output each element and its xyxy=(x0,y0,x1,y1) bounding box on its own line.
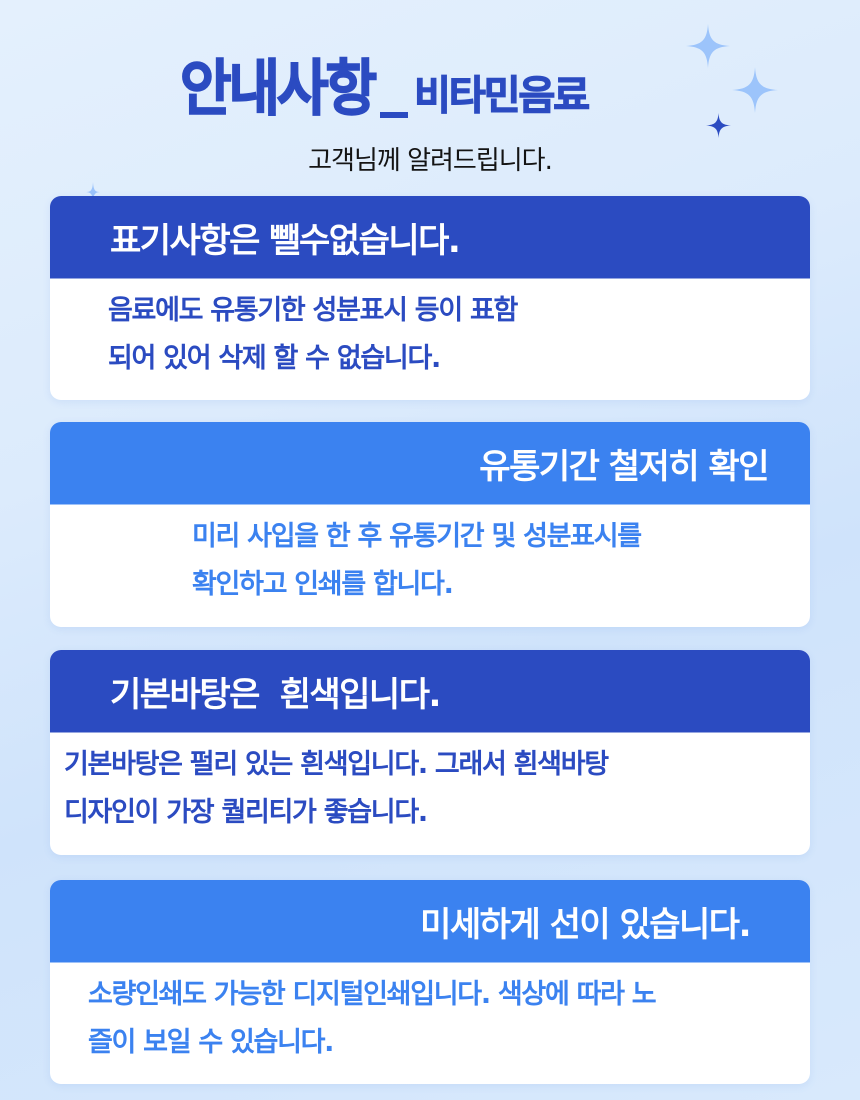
card-body: 소량인쇄도 가능한 디지털인쇄입니다. 색상에 따라 노 즐이 보일 수 있습니… xyxy=(50,963,810,1067)
card-header: 미세하게 선이 있습니다. xyxy=(50,880,810,963)
card-title: 미세하게 선이 있습니다. xyxy=(420,904,751,945)
card-body: 미리 사입을 한 후 유통기간 및 성분표시를 확인하고 인쇄를 합니다. xyxy=(50,505,810,609)
card-title: 표기사항은 뺄수없습니다. xyxy=(110,220,461,261)
sparkle-icon xyxy=(706,113,731,138)
sparkle-icon xyxy=(686,24,730,68)
card-line: 디자인이 가장 퀄리티가 좋습니다. xyxy=(64,797,428,828)
card-header: 표기사항은 뺄수없습니다. xyxy=(50,196,810,279)
card-body: 기본바탕은 펄리 있는 흰색입니다. 그래서 흰색바탕 디자인이 가장 퀄리티가… xyxy=(50,733,810,837)
title-underscore xyxy=(380,112,409,118)
page-header: 안내사항 비타민음료 고객님께 알려드립니다. xyxy=(0,0,860,190)
notice-card-fine-lines: 미세하게 선이 있습니다. 소량인쇄도 가능한 디지털인쇄입니다. 색상에 따라… xyxy=(50,880,810,1084)
notice-card-background: 기본바탕은 흰색입니다. 기본바탕은 펄리 있는 흰색입니다. 그래서 흰색바탕… xyxy=(50,650,810,855)
sparkle-icon xyxy=(86,182,100,202)
card-line: 음료에도 유통기한 성분표시 등이 표함 xyxy=(108,295,518,326)
sparkle-icon xyxy=(732,67,778,113)
page-title: 안내사항 비타민음료 xyxy=(179,40,680,125)
title-main: 안내사항 xyxy=(179,54,378,125)
title-sub: 비타민음료 xyxy=(413,73,590,119)
card-header: 기본바탕은 흰색입니다. xyxy=(50,650,810,733)
card-line: 미리 사입을 한 후 유통기간 및 성분표시를 xyxy=(192,521,642,552)
card-body: 음료에도 유통기한 성분표시 등이 표함 되어 있어 삭제 할 수 없습니다. xyxy=(50,279,810,383)
card-title: 유통기간 철저히 확인 xyxy=(479,446,769,487)
card-header: 유통기간 철저히 확인 xyxy=(50,422,810,505)
card-line: 즐이 보일 수 있습니다. xyxy=(88,1027,334,1058)
card-line: 되어 있어 삭제 할 수 없습니다. xyxy=(108,343,441,374)
notice-card-expiry: 유통기간 철저히 확인 미리 사입을 한 후 유통기간 및 성분표시를 확인하고… xyxy=(50,422,810,627)
card-title: 기본바탕은 흰색입니다. xyxy=(110,674,441,715)
card-line: 소량인쇄도 가능한 디지털인쇄입니다. 색상에 따라 노 xyxy=(88,979,657,1010)
notice-card-labeling: 표기사항은 뺄수없습니다. 음료에도 유통기한 성분표시 등이 표함 되어 있어… xyxy=(50,196,810,400)
subtitle: 고객님께 알려드립니다. xyxy=(308,146,553,176)
card-line: 기본바탕은 펄리 있는 흰색입니다. 그래서 흰색바탕 xyxy=(64,749,609,780)
card-line: 확인하고 인쇄를 합니다. xyxy=(192,569,454,600)
